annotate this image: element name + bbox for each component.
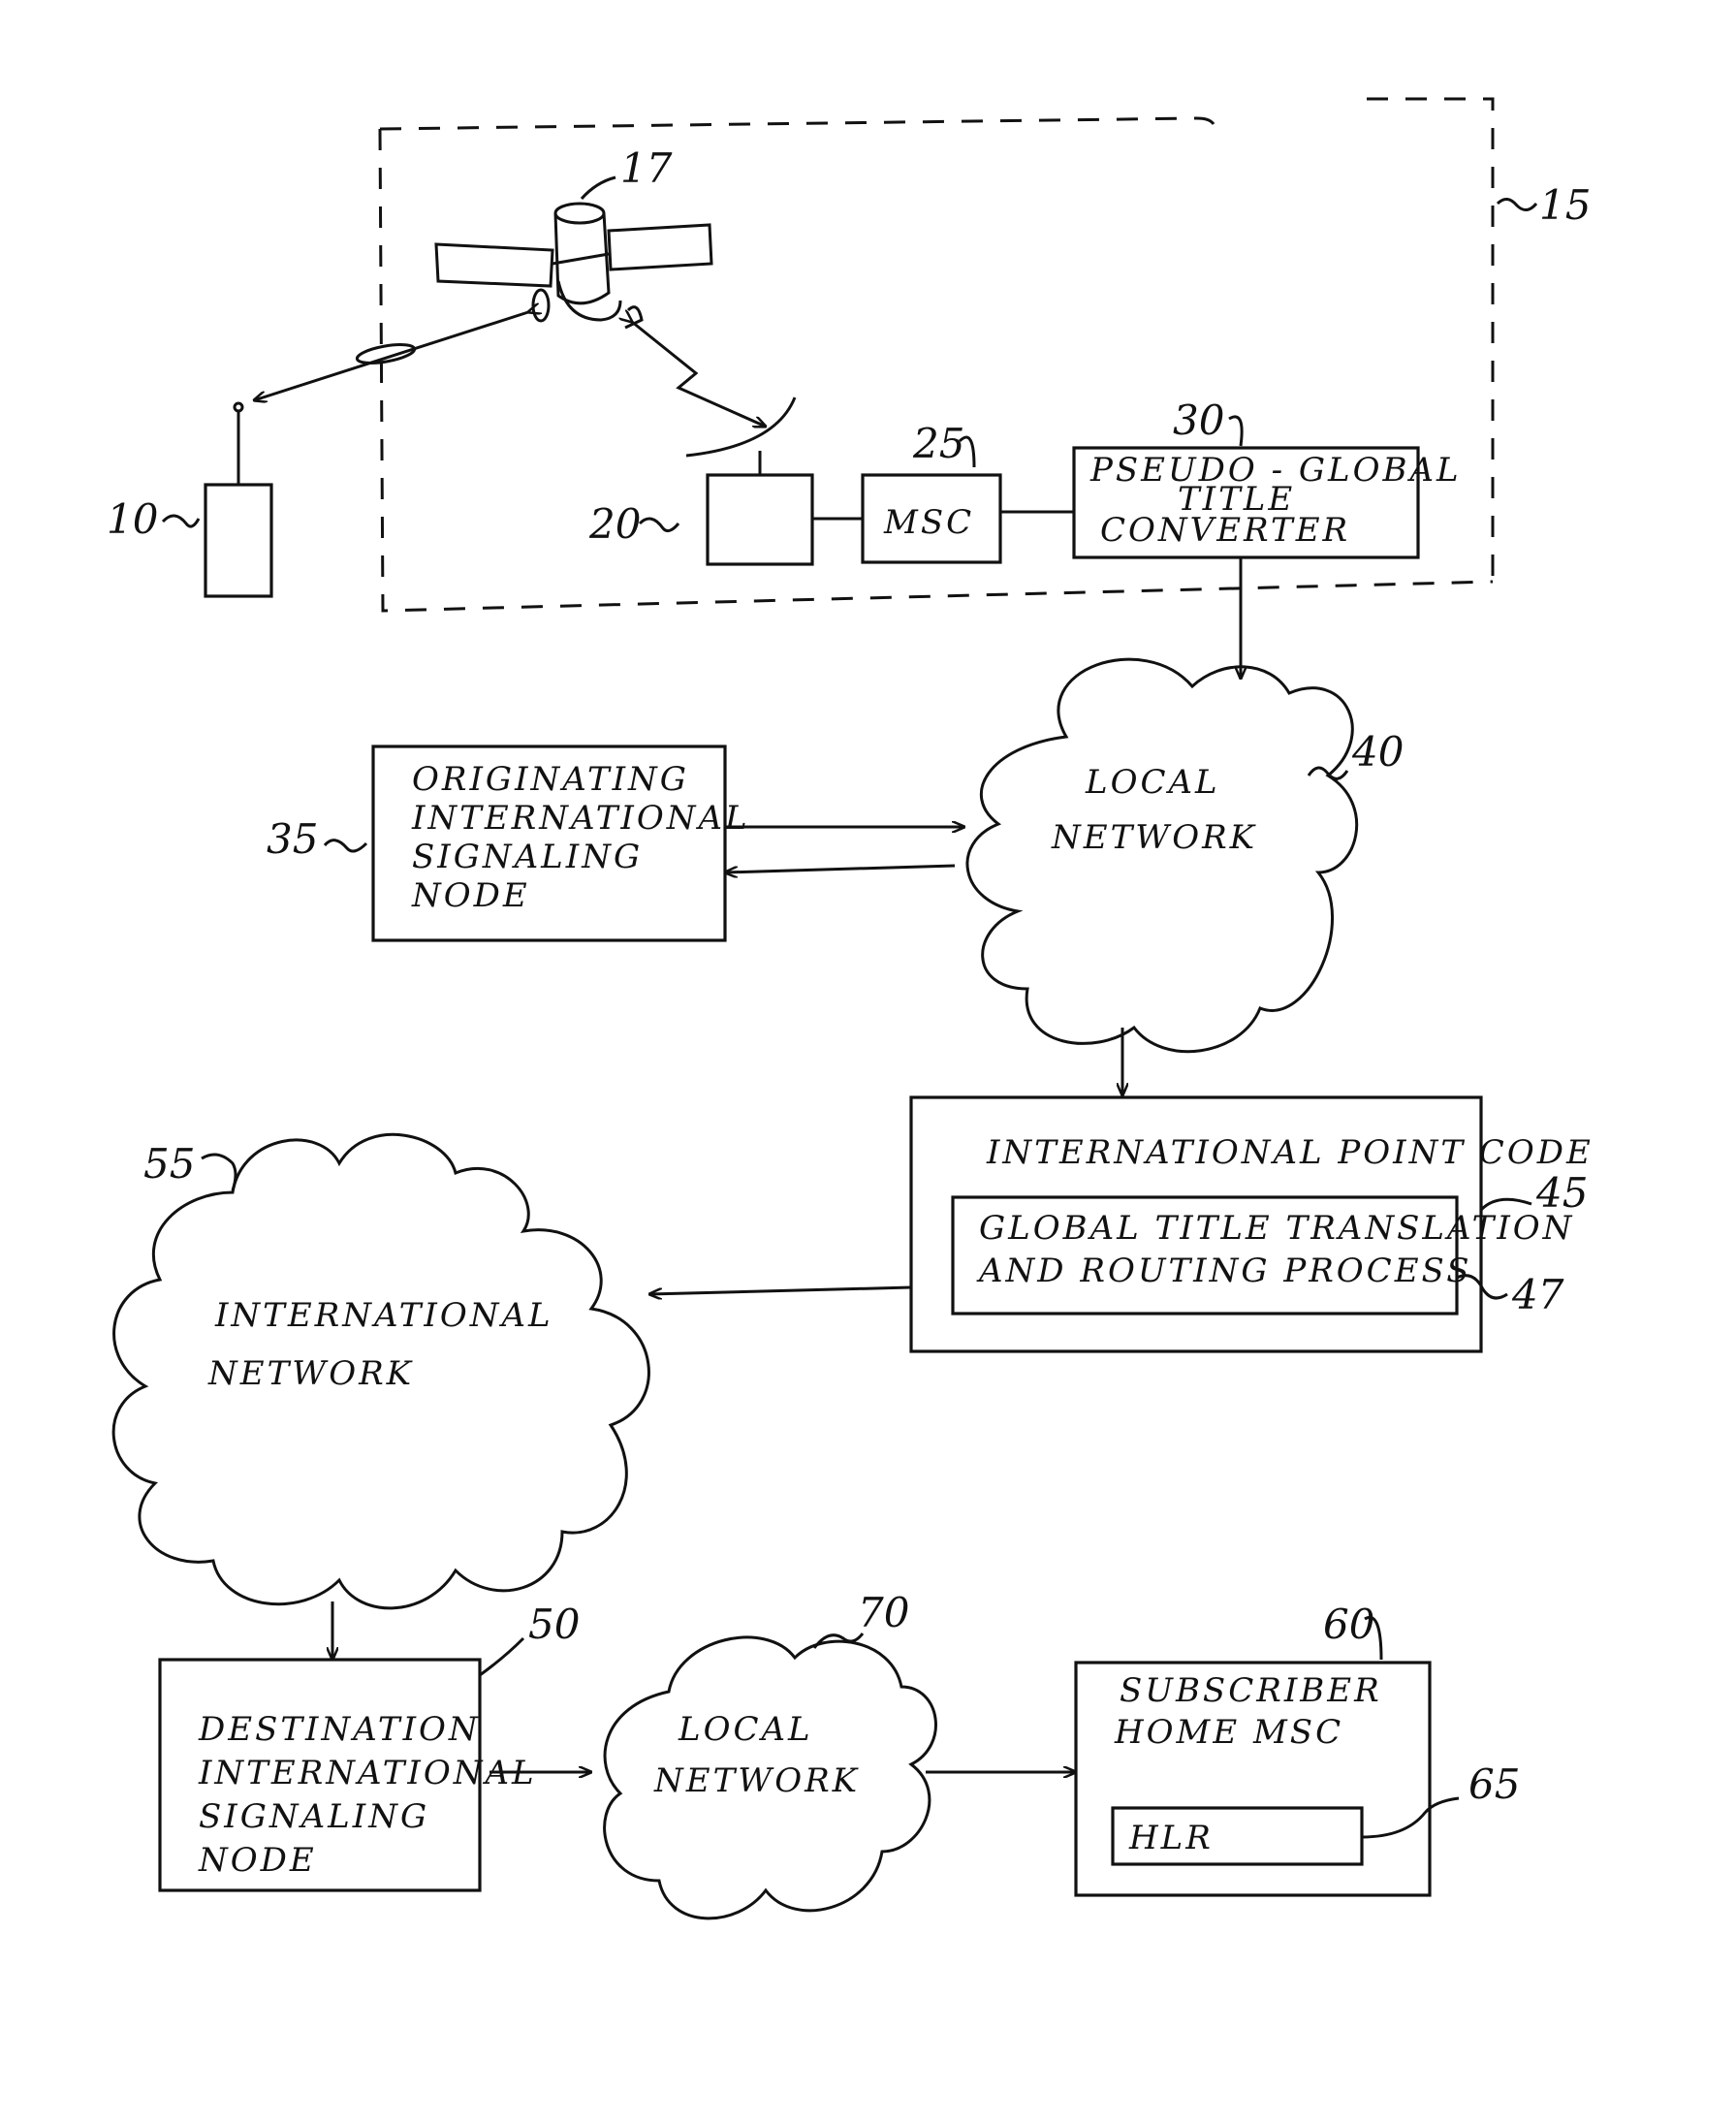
svg-text:INTERNATIONAL POINT CODE: INTERNATIONAL POINT CODE bbox=[986, 1133, 1594, 1172]
svg-text:SUBSCRIBER: SUBSCRIBER bbox=[1120, 1671, 1382, 1710]
arrow-local40-to-originating bbox=[725, 866, 955, 872]
ref-20: 20 bbox=[588, 500, 679, 548]
svg-text:DESTINATION: DESTINATION bbox=[198, 1710, 481, 1749]
svg-text:17: 17 bbox=[620, 144, 673, 192]
svg-text:GLOBAL TITLE TRANSLATION: GLOBAL TITLE TRANSLATION bbox=[979, 1209, 1574, 1248]
svg-text:LOCAL: LOCAL bbox=[1085, 763, 1220, 802]
ref-10: 10 bbox=[107, 495, 199, 543]
ref-25: 25 bbox=[912, 420, 974, 467]
svg-text:ORIGINATING: ORIGINATING bbox=[412, 760, 689, 799]
svg-text:10: 10 bbox=[107, 495, 158, 543]
uplink-terminal-satellite bbox=[254, 312, 528, 400]
svg-text:HOME MSC: HOME MSC bbox=[1114, 1713, 1343, 1752]
svg-text:SIGNALING: SIGNALING bbox=[412, 838, 643, 876]
svg-text:55: 55 bbox=[143, 1140, 195, 1188]
arrow-ipc-to-international bbox=[649, 1287, 911, 1294]
svg-text:65: 65 bbox=[1468, 1760, 1520, 1808]
svg-text:50: 50 bbox=[528, 1601, 580, 1648]
local-network-cloud-40: LOCAL NETWORK bbox=[967, 659, 1357, 1052]
svg-text:SIGNALING: SIGNALING bbox=[199, 1797, 429, 1836]
local-network-cloud-70: LOCAL NETWORK bbox=[605, 1637, 936, 1918]
ref-40: 40 bbox=[1309, 728, 1404, 778]
svg-text:30: 30 bbox=[1173, 396, 1224, 444]
svg-text:NETWORK: NETWORK bbox=[653, 1761, 860, 1800]
svg-text:AND ROUTING PROCESS: AND ROUTING PROCESS bbox=[976, 1252, 1472, 1290]
ref-15: 15 bbox=[1498, 181, 1591, 229]
ref-55: 55 bbox=[143, 1140, 236, 1190]
svg-text:NODE: NODE bbox=[411, 876, 530, 915]
subscriber-home-msc: SUBSCRIBER HOME MSC bbox=[1076, 1663, 1430, 1895]
pseudo-global-title-converter: PSEUDO - GLOBAL TITLE CONVERTER bbox=[1074, 448, 1462, 557]
svg-text:INTERNATIONAL: INTERNATIONAL bbox=[411, 799, 750, 838]
ref-47: 47 bbox=[1457, 1271, 1564, 1318]
ref-17: 17 bbox=[582, 144, 673, 199]
svg-text:NODE: NODE bbox=[198, 1841, 317, 1880]
originating-international-signaling-node: ORIGINATING INTERNATIONAL SIGNALING NODE bbox=[373, 746, 750, 940]
svg-text:INTERNATIONAL: INTERNATIONAL bbox=[214, 1296, 553, 1335]
svg-text:40: 40 bbox=[1351, 728, 1404, 776]
svg-text:15: 15 bbox=[1539, 181, 1591, 229]
svg-text:25: 25 bbox=[912, 420, 964, 467]
svg-text:20: 20 bbox=[588, 500, 641, 548]
ref-30: 30 bbox=[1173, 396, 1242, 446]
ref-65: 65 bbox=[1362, 1760, 1520, 1837]
ground-station-20 bbox=[686, 397, 812, 564]
mobile-terminal-icon bbox=[205, 403, 271, 596]
ref-60: 60 bbox=[1323, 1601, 1381, 1660]
svg-text:45: 45 bbox=[1535, 1169, 1588, 1217]
satellite-icon bbox=[436, 204, 711, 328]
ref-35: 35 bbox=[267, 815, 366, 863]
svg-text:LOCAL: LOCAL bbox=[678, 1710, 813, 1749]
ref-70: 70 bbox=[814, 1589, 909, 1648]
svg-text:NETWORK: NETWORK bbox=[207, 1354, 414, 1393]
svg-text:NETWORK: NETWORK bbox=[1051, 818, 1257, 857]
hlr-box: HLR bbox=[1113, 1808, 1362, 1864]
international-network-cloud-55: INTERNATIONAL NETWORK bbox=[113, 1134, 648, 1608]
downlink-satellite-ground bbox=[632, 322, 766, 427]
svg-text:MSC: MSC bbox=[883, 503, 974, 542]
svg-text:INTERNATIONAL: INTERNATIONAL bbox=[198, 1754, 537, 1792]
svg-text:70: 70 bbox=[858, 1589, 909, 1636]
svg-text:35: 35 bbox=[267, 815, 318, 863]
destination-international-signaling-node: DESTINATION INTERNATIONAL SIGNALING NODE bbox=[160, 1660, 537, 1890]
ref-50: 50 bbox=[480, 1601, 580, 1675]
svg-text:HLR: HLR bbox=[1128, 1819, 1214, 1857]
msc-box: MSC bbox=[863, 475, 1000, 562]
svg-text:60: 60 bbox=[1323, 1601, 1374, 1648]
svg-text:CONVERTER: CONVERTER bbox=[1100, 511, 1350, 550]
svg-text:47: 47 bbox=[1511, 1271, 1564, 1318]
